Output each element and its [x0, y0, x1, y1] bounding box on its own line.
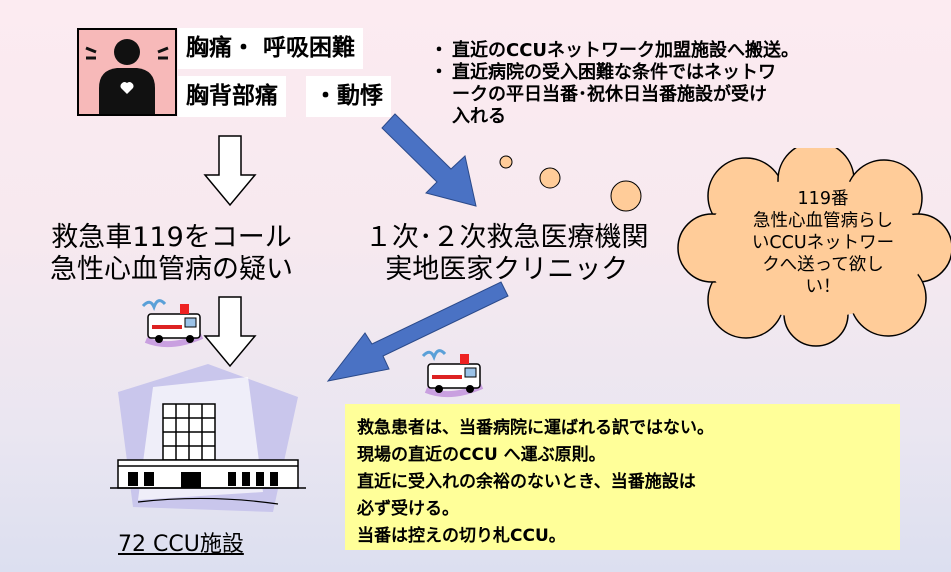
symptom-label-back-pain: 胸背部痛 — [178, 76, 286, 117]
left-caption-line2: 急性心血管病の疑い — [50, 254, 293, 285]
clinic-caption-line1: １次･２次救急医療機関 — [365, 222, 649, 253]
note-line: 当番は控えの切り札CCU。 — [357, 526, 566, 546]
cloud-line: い！ — [805, 277, 841, 297]
note-box: 救急患者は、当番病院に運ばれる訳ではない。 現場の直近のCCU へ運ぶ原則。 直… — [345, 404, 900, 550]
blue-arrow-to-clinic-icon — [381, 113, 477, 207]
note-line: 必ず受ける。 — [357, 499, 459, 519]
chest-pain-icon — [77, 28, 177, 116]
cloud-line: 119番 — [797, 189, 849, 209]
bullet-item: 直近病院の受入困難な条件ではネットワ — [452, 62, 776, 83]
note-line: 直近に受入れの余裕のないとき、当番施設は — [357, 472, 696, 492]
bullet-item: 直近のCCUネットワーク加盟施設へ搬送。 — [452, 40, 800, 61]
cloud-line: クへ送って欲し — [762, 255, 884, 275]
ccu-facility-label: 72 CCU施設 — [118, 532, 244, 557]
left-caption-line1: 救急車119をコール — [51, 222, 292, 253]
bullet-item: 入れる — [452, 106, 506, 127]
bullet-mark: ・ — [430, 40, 448, 61]
symptom-label-palpitation: ・動悸 — [306, 76, 391, 117]
hospital-building-icon — [110, 364, 306, 512]
down-arrow-icon — [203, 135, 257, 207]
clinic-caption: １次･２次救急医療機関 実地医家クリニック — [365, 222, 649, 286]
ambulance-icon — [421, 349, 484, 398]
bullet-item: ークの平日当番･祝休日当番施設が受け — [452, 84, 767, 105]
note-line: 救急患者は、当番病院に運ばれる訳ではない。 — [357, 418, 714, 438]
left-caption: 救急車119をコール 急性心血管病の疑い — [50, 222, 293, 286]
thought-bubbles-icon — [499, 155, 642, 212]
symptom-label-chest-pain: 胸痛・ 呼吸困難 — [178, 28, 364, 69]
cloud-line: 急性心血管病らし — [753, 211, 893, 231]
note-line: 現場の直近のCCU へ運ぶ原則。 — [357, 445, 606, 465]
ambulance-icon — [141, 299, 204, 348]
cloud-line: いCCUネットワー — [751, 233, 895, 253]
down-arrow-icon — [203, 296, 257, 368]
cloud-text: 119番 急性心血管病らし いCCUネットワー クへ送って欲し い！ — [718, 188, 928, 298]
bullet-list: ・直近のCCUネットワーク加盟施設へ搬送。 ・直近病院の受入困難な条件ではネット… — [430, 40, 900, 128]
bullet-mark: ・ — [430, 62, 448, 83]
clinic-caption-line2: 実地医家クリニック — [385, 254, 629, 285]
blue-arrow-to-ccu-icon — [326, 281, 509, 382]
speech-cloud-icon — [677, 148, 951, 347]
